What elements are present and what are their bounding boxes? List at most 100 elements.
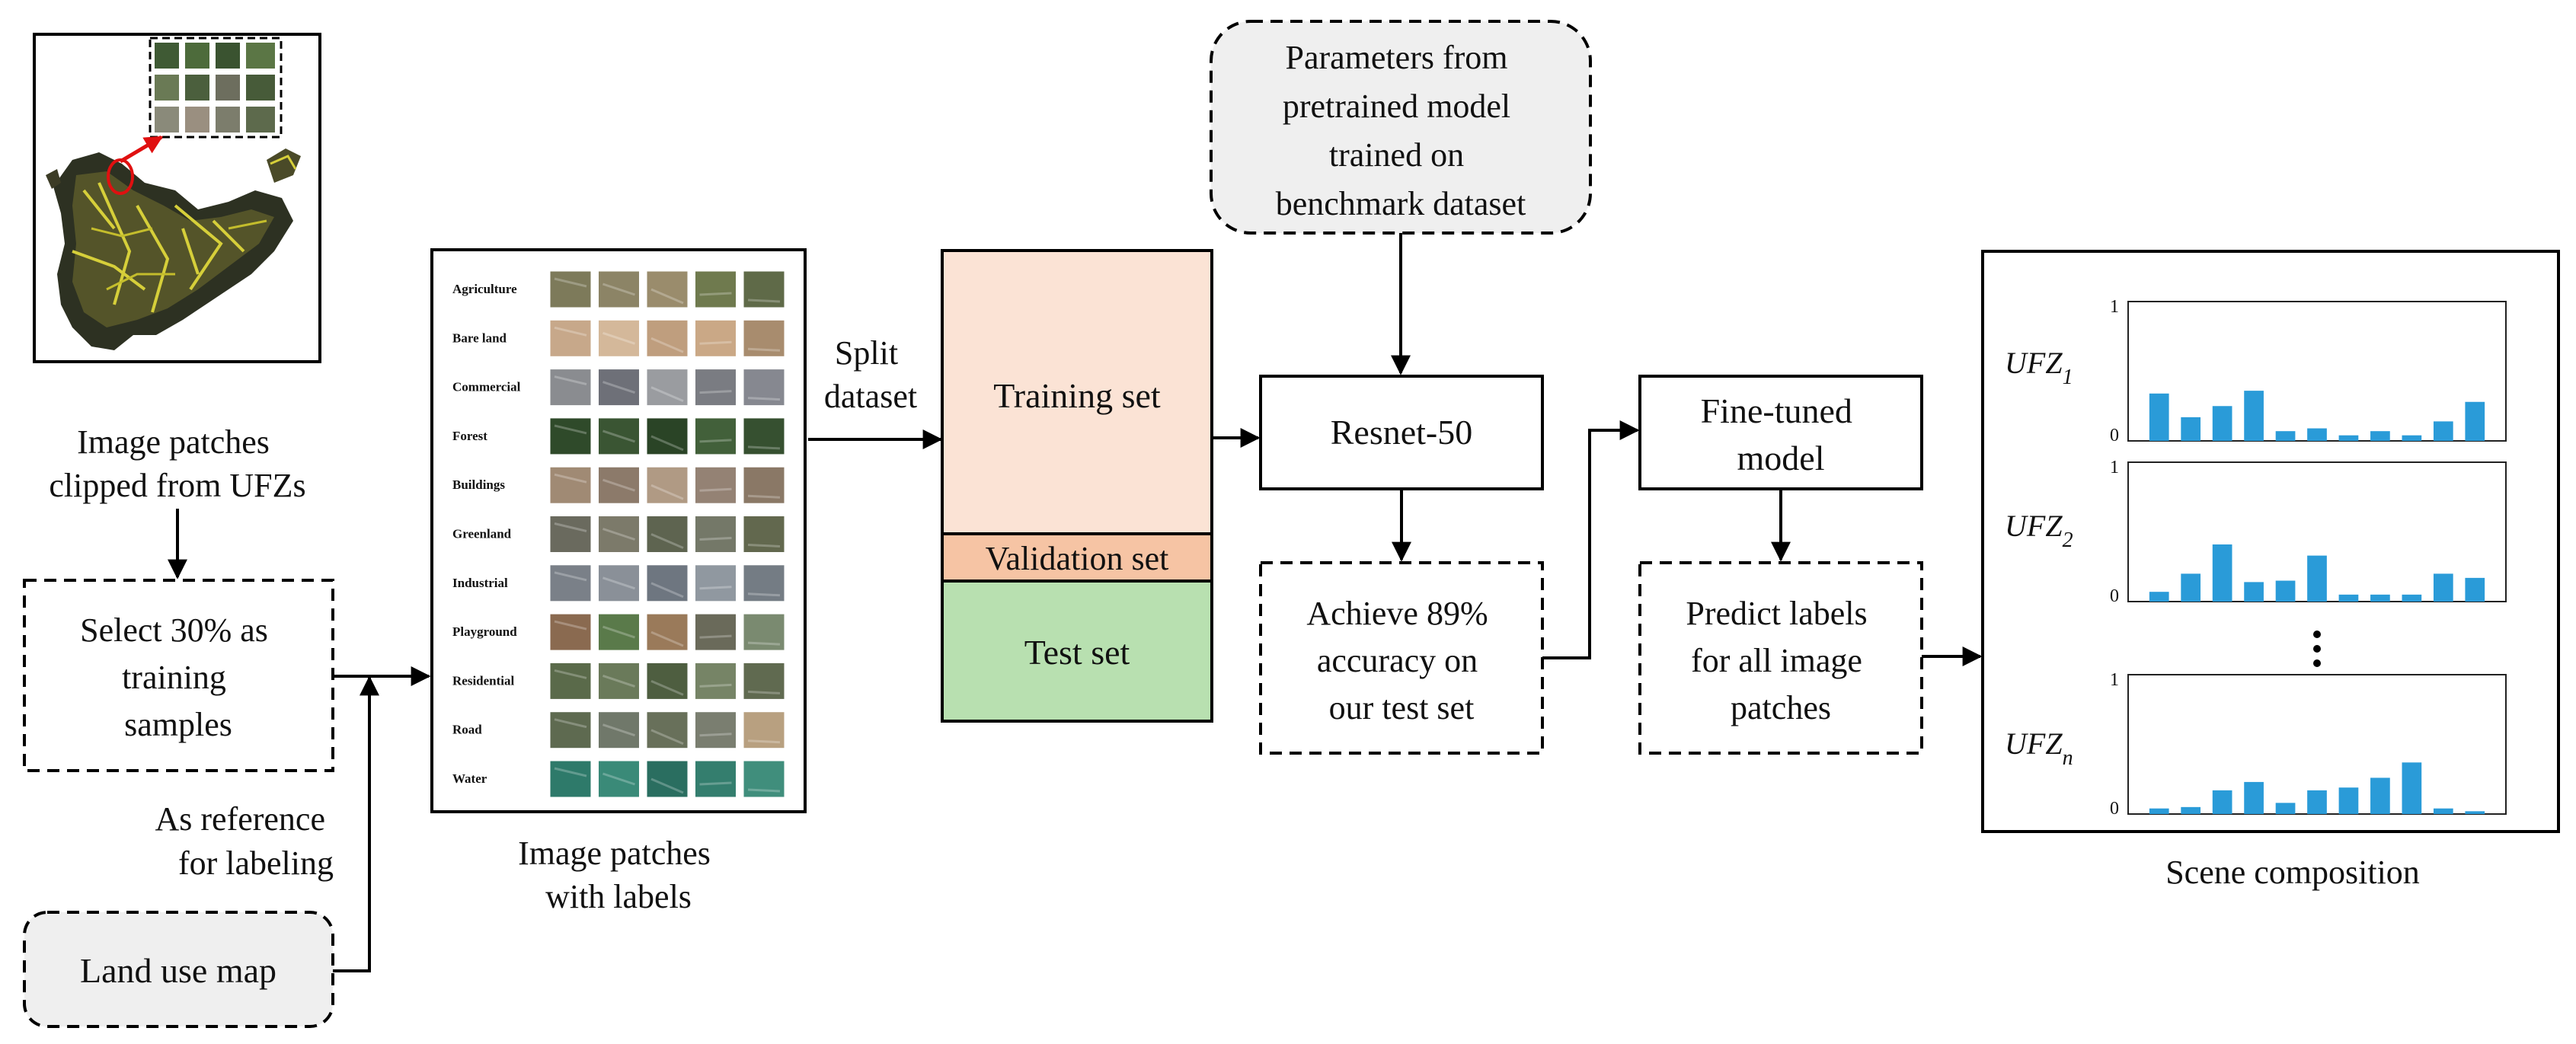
bar — [2181, 573, 2201, 602]
patch-thumbnail — [549, 319, 592, 357]
category-label: Playground — [452, 624, 517, 639]
svg-text:Predict labels for all i: Predict labels for all image patches — [1686, 595, 1875, 726]
y-tick-label: 1 — [2110, 670, 2119, 690]
patch-texture — [554, 620, 587, 631]
patch-texture — [699, 733, 732, 737]
svg-text:Resnet-50: Resnet-50 — [1331, 413, 1473, 452]
patch-thumbnail — [549, 516, 592, 553]
category-label: Water — [452, 771, 487, 786]
patch-thumbnail — [743, 711, 785, 749]
patch-texture — [747, 397, 781, 401]
patch-texture — [650, 582, 684, 599]
patch-texture — [554, 767, 587, 777]
category-row: Industrial — [452, 564, 785, 602]
patch-texture — [699, 487, 732, 492]
ellipsis-dot — [2313, 645, 2321, 653]
patch-thumbnail — [549, 270, 592, 308]
svg-text:Land use map: Land use map — [80, 951, 276, 990]
category-label: Bare land — [452, 330, 507, 345]
patch-texture — [650, 337, 684, 353]
bar — [2370, 431, 2390, 441]
patch-texture — [602, 331, 635, 345]
bar — [2307, 428, 2327, 441]
patch-thumbnail — [598, 466, 640, 504]
category-row: Playground — [452, 613, 785, 651]
patch-thumbnail — [598, 319, 640, 357]
bar — [2149, 592, 2169, 602]
patch-thumbnail — [549, 466, 592, 504]
patch-texture — [602, 674, 635, 688]
category-label: Greenland — [452, 527, 512, 541]
patch-texture — [650, 288, 684, 305]
scene-caption: Scene composition — [2165, 854, 2420, 891]
patch-thumbnail — [695, 613, 737, 651]
patch-texture — [699, 634, 732, 639]
patch-thumbnail — [743, 760, 785, 798]
patch-texture — [747, 347, 781, 352]
patch-texture — [554, 277, 587, 288]
patch-texture — [747, 592, 781, 597]
bar — [2338, 435, 2359, 441]
patch-texture — [747, 739, 781, 744]
patch-texture — [602, 625, 635, 639]
category-row: Agriculture — [452, 270, 785, 308]
patch-thumbnail — [646, 466, 689, 504]
y-tick-label: 1 — [2110, 458, 2119, 477]
patch-thumbnail — [743, 319, 785, 357]
y-tick-label: 0 — [2110, 426, 2119, 445]
y-tick-label: 1 — [2110, 297, 2119, 317]
zoom-arrow — [119, 135, 164, 164]
patch-thumbnail — [743, 564, 785, 602]
ufz-map-panel — [33, 33, 321, 363]
svg-text:Fine-tuned model: Fine-tuned model — [1701, 391, 1862, 477]
patch-texture — [554, 718, 587, 729]
bar — [2212, 544, 2232, 602]
patch-thumbnail — [598, 613, 640, 651]
patch-thumbnail — [598, 564, 640, 602]
patch-texture — [699, 586, 732, 590]
patch-texture — [554, 424, 587, 435]
patch-texture — [747, 494, 781, 499]
patch-texture — [602, 478, 635, 492]
patch-texture — [699, 537, 732, 541]
patch-thumbnail — [646, 711, 689, 749]
category-label: Road — [452, 723, 482, 737]
bar — [2307, 555, 2327, 602]
bar — [2244, 582, 2264, 602]
patch-thumbnail — [549, 760, 592, 798]
patch-thumbnail — [646, 417, 689, 455]
patch-thumbnail — [549, 613, 592, 651]
svg-text:Validation set: Validation set — [986, 540, 1169, 577]
patch-thumbnail — [695, 760, 737, 798]
category-label: Buildings — [452, 477, 505, 492]
bar — [2433, 573, 2453, 602]
patch-thumbnail — [598, 369, 640, 407]
patch-thumbnail — [743, 417, 785, 455]
patch-thumbnail — [646, 270, 689, 308]
category-label: Agriculture — [452, 282, 517, 296]
bar — [2212, 790, 2232, 814]
patch-thumbnail — [646, 319, 689, 357]
bar — [2465, 811, 2485, 814]
bar — [2370, 594, 2390, 602]
patch-texture — [650, 680, 684, 696]
patch-thumbnail — [549, 417, 592, 455]
category-label: Forest — [452, 429, 487, 443]
patch-thumbnail — [695, 270, 737, 308]
patch-texture — [650, 435, 684, 452]
map-patch-grid — [149, 37, 283, 139]
patch-texture — [650, 777, 684, 794]
ellipsis-dot — [2313, 631, 2321, 638]
category-row: Commercial — [452, 369, 785, 407]
patch-texture — [747, 641, 781, 646]
reference-note: As reference for labeling — [155, 800, 334, 882]
patch-texture — [650, 729, 684, 745]
arrow-accuracy-to-finetuned — [1542, 420, 1640, 659]
bar — [2275, 580, 2296, 602]
category-label: Industrial — [452, 576, 508, 590]
ufz-map-shape — [46, 148, 301, 350]
patch-texture — [602, 283, 635, 296]
category-row: Residential — [452, 662, 785, 700]
patch-texture — [554, 571, 587, 582]
bar — [2149, 393, 2169, 441]
